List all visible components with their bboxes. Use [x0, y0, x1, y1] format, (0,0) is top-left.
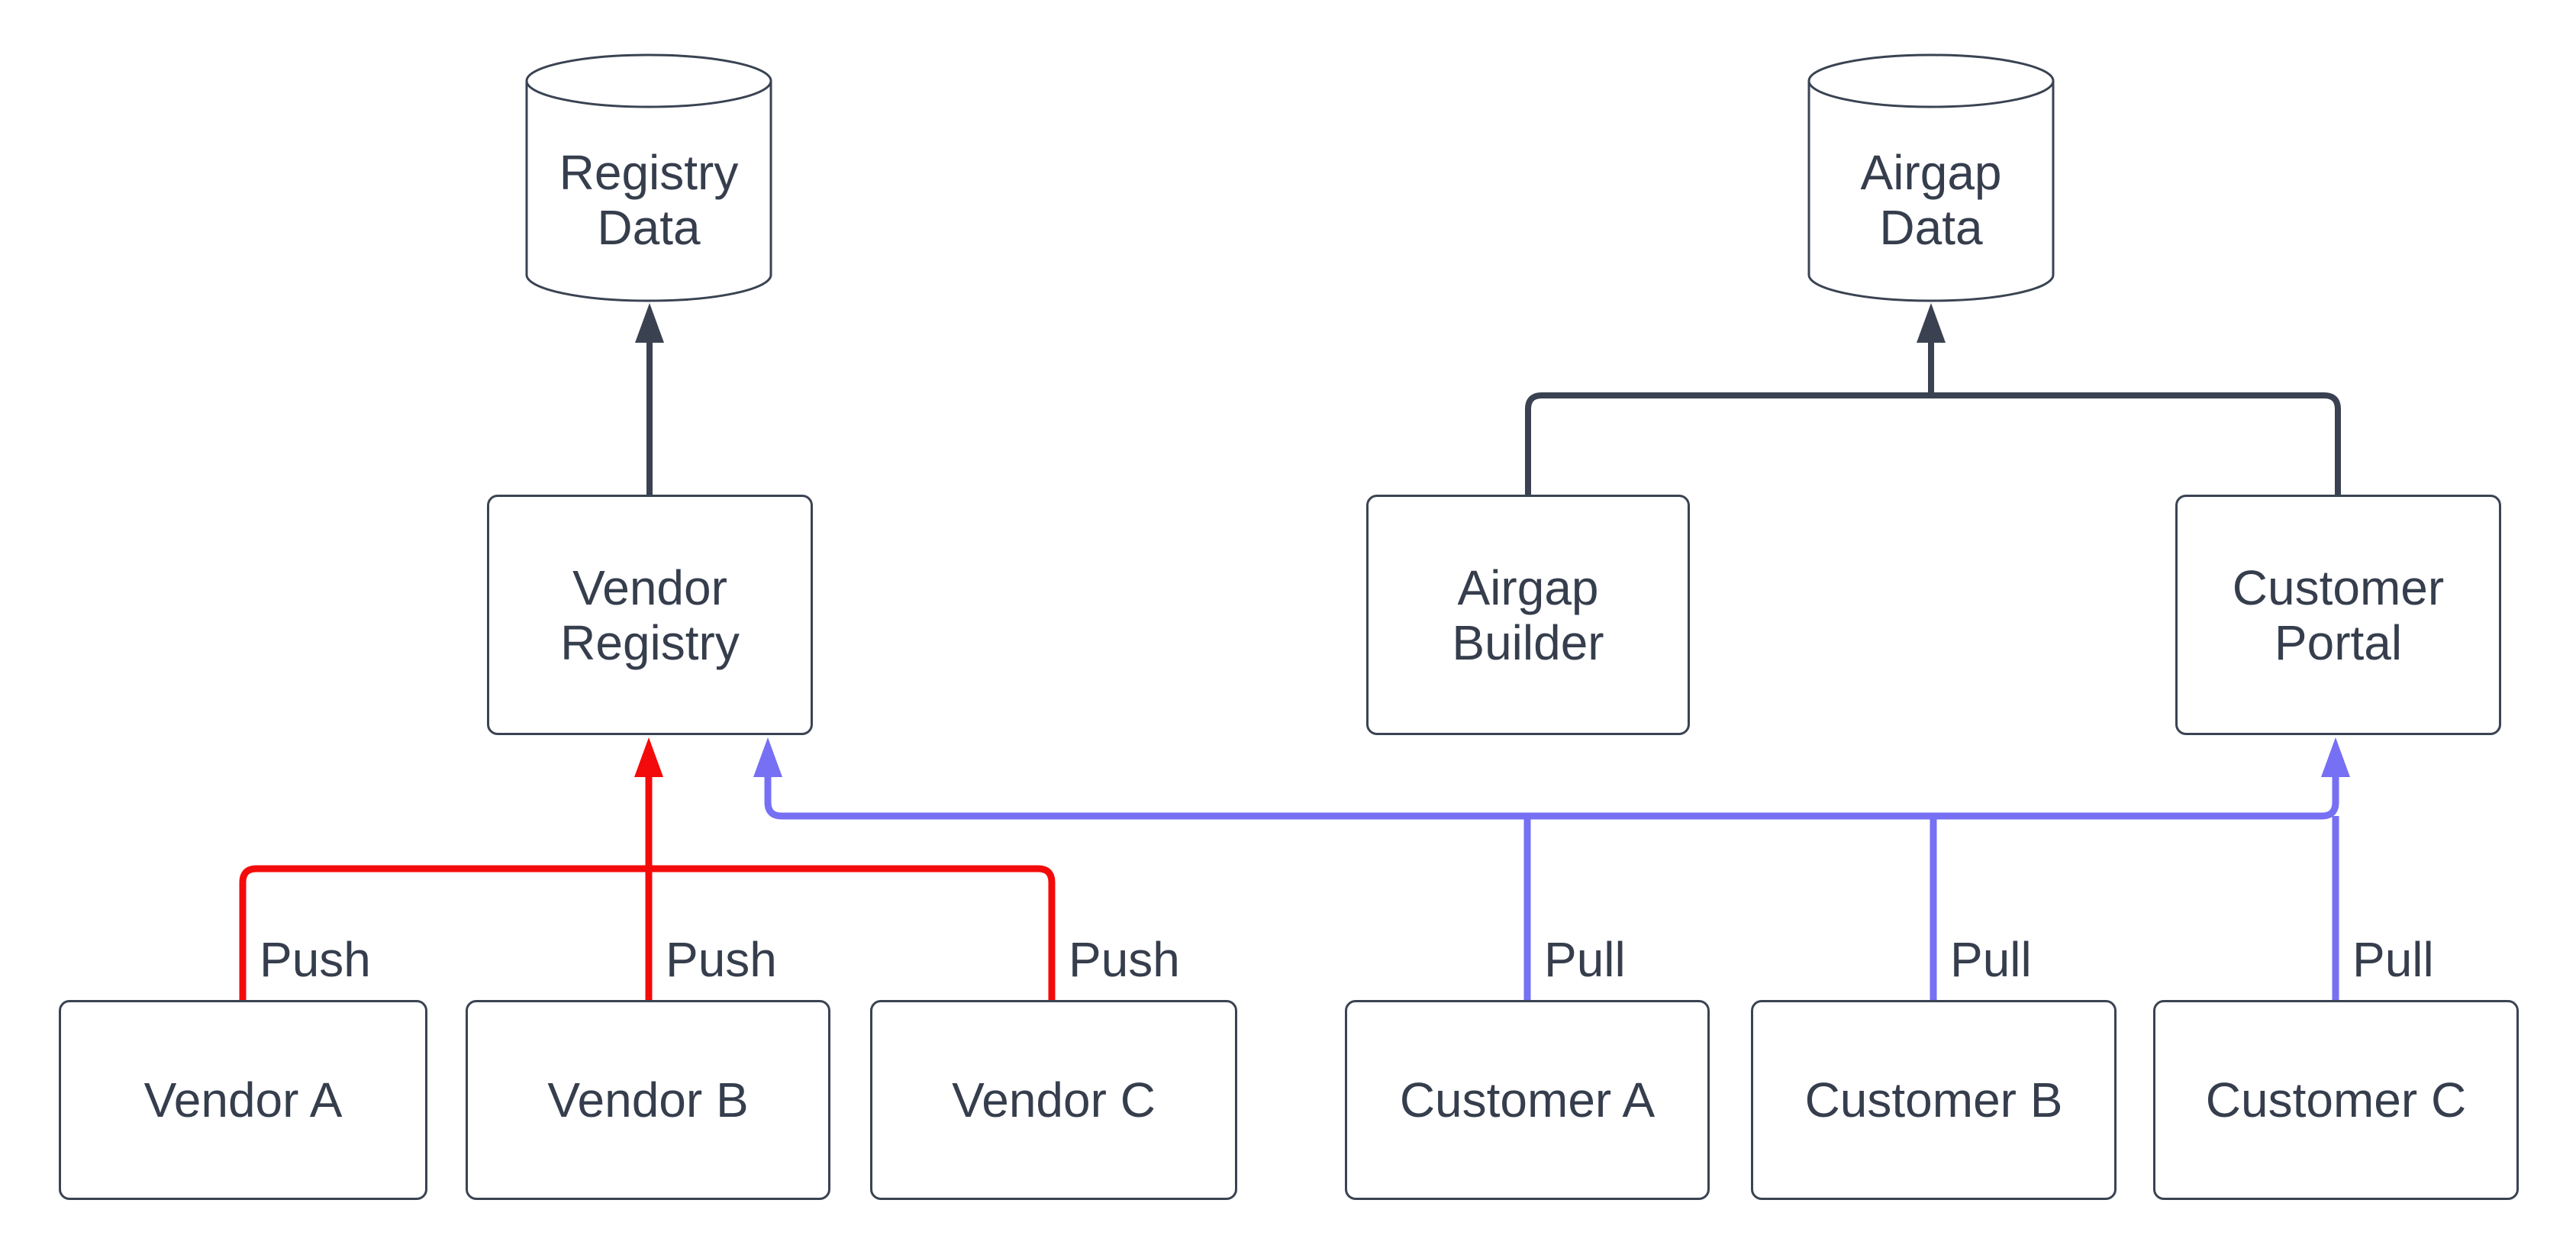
node-vendor-a: Vendor A — [59, 1000, 427, 1200]
node-customer-c: Customer C — [2153, 1000, 2519, 1200]
arrowhead-airgap-data — [1917, 303, 1946, 343]
node-registry-data: Registry Data — [527, 99, 771, 301]
pull-label-customer-b: Pull — [1950, 932, 2032, 987]
data-store-shapes — [525, 53, 2055, 302]
node-vendor-registry: Vendor Registry — [487, 495, 813, 735]
node-customer-portal: Customer Portal — [2175, 495, 2501, 735]
pull-edges — [764, 777, 2339, 1000]
store-edges — [646, 340, 2341, 495]
airgap-builder-label: Airgap Builder — [1452, 560, 1604, 670]
vendor-a-label: Vendor A — [143, 1073, 343, 1127]
node-customer-a: Customer A — [1345, 1000, 1710, 1200]
registry-data-label: Registry Data — [559, 145, 739, 255]
vendor-b-label: Vendor B — [547, 1073, 749, 1127]
arrowhead-pull-vendor-registry — [753, 737, 782, 777]
pull-label-customer-a: Pull — [1544, 932, 1626, 987]
airgap-data-label: Airgap Data — [1860, 145, 2002, 255]
edge-pull-main — [764, 777, 2339, 820]
customer-a-label: Customer A — [1399, 1073, 1656, 1127]
push-label-vendor-b: Push — [666, 932, 777, 987]
push-label-vendor-a: Push — [260, 932, 371, 987]
node-airgap-builder: Airgap Builder — [1366, 495, 1690, 735]
airgap-data-cylinder — [1807, 53, 2055, 302]
customer-portal-label: Customer Portal — [2232, 560, 2445, 670]
node-vendor-b: Vendor B — [466, 1000, 830, 1200]
customer-c-label: Customer C — [2205, 1073, 2467, 1127]
airgap-data-cylinder-rim — [1807, 80, 2055, 108]
registry-data-cylinder-rim — [525, 80, 772, 108]
push-label-vendor-c: Push — [1069, 932, 1180, 987]
vendor-registry-label: Vendor Registry — [560, 560, 740, 670]
arrowhead-pull-customer-portal — [2321, 737, 2350, 777]
arrowhead-registry-data — [635, 303, 664, 343]
vendor-c-label: Vendor C — [952, 1073, 1156, 1127]
node-airgap-data: Airgap Data — [1809, 99, 2053, 301]
edge-airgap-builder-customer-portal-branch — [1525, 392, 2341, 495]
push-edges — [239, 777, 1056, 1000]
node-customer-b: Customer B — [1751, 1000, 2117, 1200]
pull-label-customer-c: Pull — [2352, 932, 2434, 987]
node-vendor-c: Vendor C — [870, 1000, 1237, 1200]
arrowhead-push-vendor-registry — [634, 737, 663, 777]
customer-b-label: Customer B — [1804, 1073, 2063, 1127]
registry-data-cylinder — [525, 53, 772, 302]
